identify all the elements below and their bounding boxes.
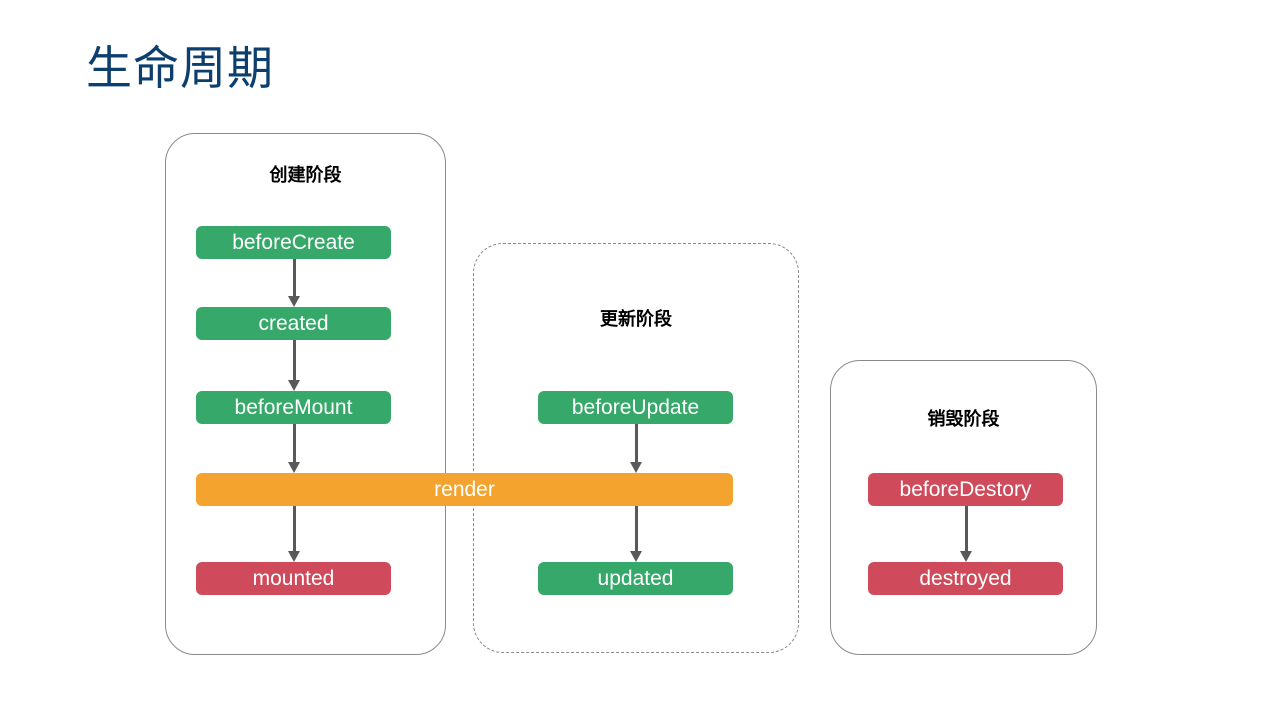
phase-group-update-phase [473,243,799,653]
arrow-head-icon [960,551,972,562]
arrow-shaft [292,424,296,464]
arrow-shaft [634,506,638,553]
arrow-head-icon [630,462,642,473]
arrow-shaft [292,506,296,553]
hook-box-beforeDestory[interactable]: beforeDestory [868,473,1063,506]
hook-box-updated[interactable]: updated [538,562,733,595]
arrow-render-to-updated [629,506,643,562]
arrow-render-to-mounted [287,506,301,562]
hook-box-beforeCreate[interactable]: beforeCreate [196,226,391,259]
hook-box-created[interactable]: created [196,307,391,340]
arrow-shaft [292,340,296,382]
hook-box-beforeMount[interactable]: beforeMount [196,391,391,424]
hook-box-mounted[interactable]: mounted [196,562,391,595]
phase-label-update-phase: 更新阶段 [600,309,672,329]
arrow-beforeDestory-to-destroyed [959,506,973,562]
page-title: 生命周期 [86,42,274,94]
arrow-shaft [634,424,638,464]
phase-group-create-phase [165,133,446,655]
arrow-created-to-beforeMount [287,340,301,391]
arrow-head-icon [288,296,300,307]
phase-group-destroy-phase [830,360,1097,655]
hook-box-beforeUpdate[interactable]: beforeUpdate [538,391,733,424]
arrow-shaft [964,506,968,553]
arrow-beforeMount-to-render [287,424,301,473]
arrow-head-icon [288,462,300,473]
hook-box-destroyed[interactable]: destroyed [868,562,1063,595]
hook-box-render[interactable]: render [196,473,733,506]
phase-label-create-phase: 创建阶段 [269,165,342,185]
arrow-shaft [292,259,296,298]
arrow-head-icon [288,380,300,391]
arrow-head-icon [630,551,642,562]
arrow-head-icon [288,551,300,562]
arrow-beforeUpdate-to-render [629,424,643,473]
arrow-beforeCreate-to-created [287,259,301,307]
phase-label-destroy-phase: 销毁阶段 [927,409,1000,429]
